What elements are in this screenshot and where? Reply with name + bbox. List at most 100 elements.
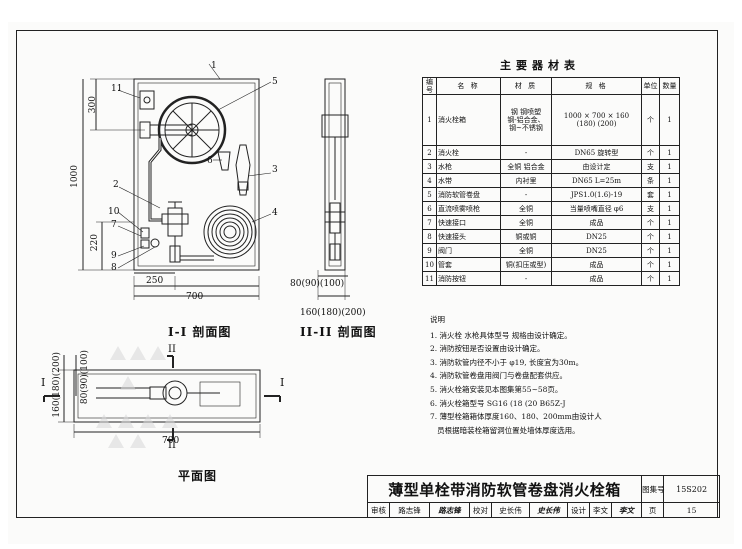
cell-qty: 1 bbox=[659, 257, 680, 272]
plan-view-outline bbox=[73, 369, 261, 423]
callout-11: 11 bbox=[111, 84, 123, 94]
section-mark-I-right: I bbox=[280, 376, 285, 389]
cell-spec: DN25 bbox=[551, 243, 642, 258]
callout-6: 6 bbox=[207, 156, 213, 166]
checker-name: 史长伟 bbox=[491, 502, 530, 518]
cell-name: 直流喷雾喷枪 bbox=[436, 201, 501, 216]
cell-material: - bbox=[500, 187, 552, 202]
dim-300: 300 bbox=[88, 96, 98, 114]
cell-spec: 1000 × 700 × 160 (180) (200) bbox=[551, 94, 642, 146]
note-item: 7. 薄型栓箱箱体厚度160、180、200mm由设计人 bbox=[430, 412, 602, 422]
atlas-label: 图集号 bbox=[641, 475, 665, 503]
cell-unit: 套 bbox=[641, 187, 660, 202]
cell-unit: 个 bbox=[641, 94, 660, 146]
dim-side-depth-bottom: 160(180)(200) bbox=[300, 308, 366, 318]
cell-spec: 由设计定 bbox=[551, 159, 642, 174]
drawing-title: 薄型单栓带消防软管卷盘消火栓箱 bbox=[366, 475, 643, 503]
cell-unit: 个 bbox=[641, 145, 660, 160]
callout-1: 1 bbox=[211, 61, 217, 71]
cell-name: 水带 bbox=[436, 173, 501, 188]
cell-material: 全铜 bbox=[500, 215, 552, 230]
cell-material: - bbox=[500, 271, 552, 286]
cell-spec: DN65 旋转型 bbox=[551, 145, 642, 160]
cell-name: 消防软管卷盘 bbox=[436, 187, 501, 202]
dim-250: 250 bbox=[146, 276, 164, 286]
cell-unit: 个 bbox=[641, 229, 660, 244]
callout-5: 5 bbox=[272, 77, 278, 87]
cell-qty: 1 bbox=[659, 187, 680, 202]
cell-no: 1 bbox=[422, 94, 437, 146]
cell-material: - bbox=[500, 145, 552, 160]
cell-spec: JPS1.0(1.6)-19 bbox=[551, 187, 642, 202]
cell-no: 10 bbox=[422, 257, 437, 272]
cell-name: 水枪 bbox=[436, 159, 501, 174]
design-label: 设计 bbox=[567, 502, 590, 518]
header-qty: 数量 bbox=[659, 77, 680, 95]
callout-10: 10 bbox=[108, 207, 120, 217]
cell-qty: 1 bbox=[659, 215, 680, 230]
cell-no: 6 bbox=[422, 201, 437, 216]
cell-spec: DN25 bbox=[551, 229, 642, 244]
callout-9: 9 bbox=[111, 251, 117, 261]
cell-unit: 个 bbox=[641, 257, 660, 272]
notes-heading: 说明 bbox=[430, 315, 445, 324]
cell-no: 7 bbox=[422, 215, 437, 230]
cell-name: 消防按钮 bbox=[436, 271, 501, 286]
materials-table-header: 编号 名 称 材 质 规 格 单位 数量 bbox=[422, 77, 680, 95]
cell-material: 铜(扣压或型) bbox=[500, 257, 552, 272]
cell-unit: 个 bbox=[641, 215, 660, 230]
cell-unit: 支 bbox=[641, 159, 660, 174]
review-label: 审核 bbox=[367, 502, 390, 518]
cell-spec: 成品 bbox=[551, 257, 642, 272]
cell-spec: DN65 L=25m bbox=[551, 173, 642, 188]
cell-no: 2 bbox=[422, 145, 437, 160]
section-2-title: II-II 剖面图 bbox=[300, 325, 377, 339]
cell-no: 11 bbox=[422, 271, 437, 286]
page-label: 页 bbox=[641, 502, 665, 518]
dim-220: 220 bbox=[90, 234, 100, 252]
header-spec: 规 格 bbox=[551, 77, 642, 95]
cell-name: 消火栓箱 bbox=[436, 94, 501, 146]
designer-signature: 李文 bbox=[610, 502, 643, 518]
cell-material: 全铜 bbox=[500, 243, 552, 258]
page-number: 15 bbox=[663, 502, 721, 518]
note-item: 6. 消火栓箱型号 SG16 (18 (20 B65Z-J bbox=[430, 398, 566, 408]
cell-qty: 1 bbox=[659, 159, 680, 174]
cell-qty: 1 bbox=[659, 243, 680, 258]
plan-title: 平面图 bbox=[178, 469, 218, 483]
notes: 说明 1. 消火栓 水枪具体型号 规格由设计确定。 2. 消防按钮是否设置由设计… bbox=[430, 313, 700, 437]
cell-unit: 个 bbox=[641, 271, 660, 286]
watermark-triangles bbox=[96, 346, 178, 448]
cell-no: 4 bbox=[422, 173, 437, 188]
cell-qty: 1 bbox=[659, 145, 680, 160]
cell-name: 快速接口 bbox=[436, 215, 501, 230]
header-material: 材 质 bbox=[500, 77, 552, 95]
cell-no: 5 bbox=[422, 187, 437, 202]
cell-material: 铜或铜 bbox=[500, 229, 552, 244]
check-label: 校对 bbox=[469, 502, 492, 518]
cell-qty: 1 bbox=[659, 173, 680, 188]
callout-4: 4 bbox=[272, 208, 278, 218]
cell-no: 3 bbox=[422, 159, 437, 174]
cell-unit: 个 bbox=[641, 243, 660, 258]
cell-qty: 1 bbox=[659, 271, 680, 286]
cell-no: 9 bbox=[422, 243, 437, 258]
materials-table-title: 主要器材表 bbox=[500, 59, 580, 72]
cell-name: 阀门 bbox=[436, 243, 501, 258]
cell-unit: 条 bbox=[641, 173, 660, 188]
cell-spec: 成品 bbox=[551, 271, 642, 286]
cell-material: 全铜 铝合金 bbox=[500, 159, 552, 174]
dim-1000: 1000 bbox=[70, 165, 80, 188]
note-item: 员根据暗装栓箱留洞位置处墙体厚度选用。 bbox=[430, 425, 580, 435]
header-name: 名 称 bbox=[436, 77, 501, 95]
drawing-frame bbox=[16, 30, 718, 518]
cell-qty: 1 bbox=[659, 201, 680, 216]
